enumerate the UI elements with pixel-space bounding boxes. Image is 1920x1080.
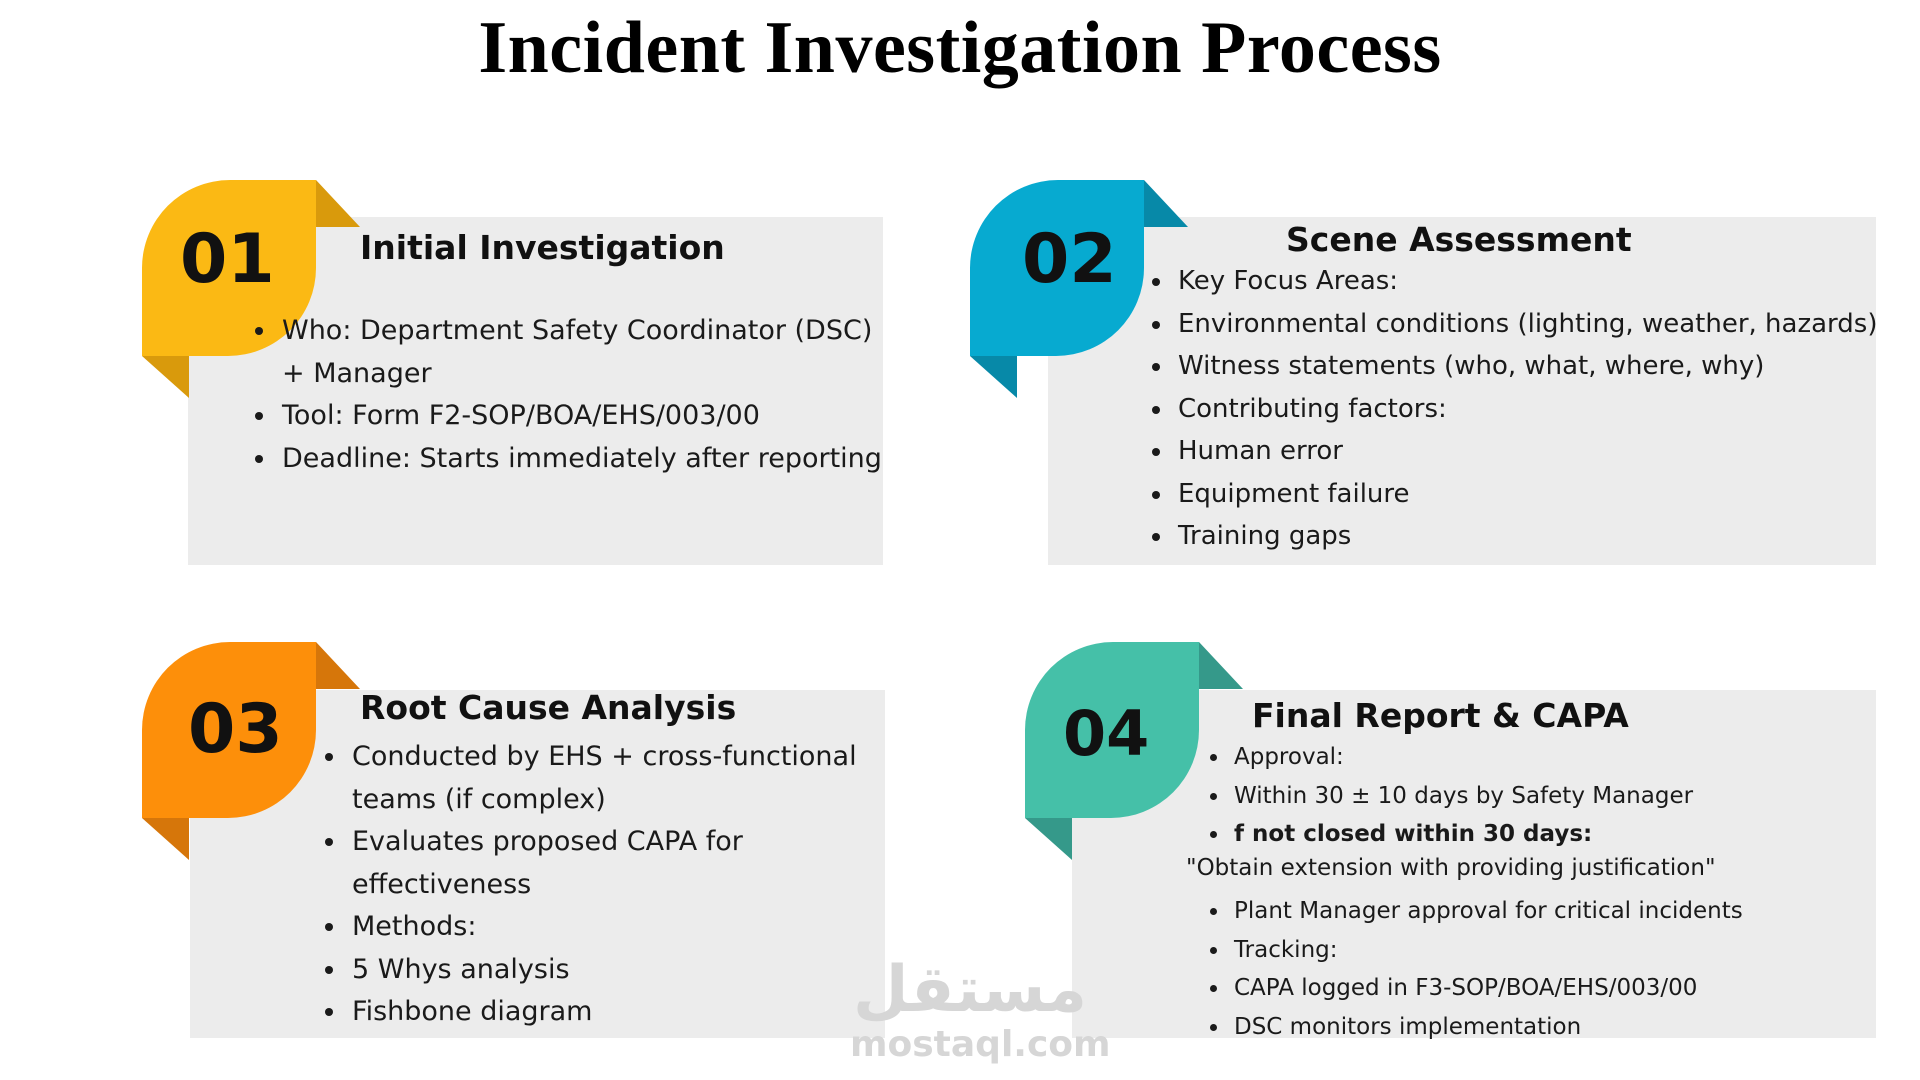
step-1-heading: Initial Investigation [360,228,725,267]
list-item: Key Focus Areas: [1174,260,1899,303]
step-2-heading: Scene Assessment [1286,220,1632,259]
watermark: مستقل mostaql.com [850,953,1111,1065]
list-item: Tool: Form F2-SOP/BOA/EHS/003/00 [278,395,903,438]
step-4-list-b: Plant Manager approval for critical inci… [1202,892,1890,1046]
step-2-card [1048,217,1876,565]
list-item: Deadline: Starts immediately after repor… [278,438,903,481]
list-item: f not closed within 30 days: [1230,815,1890,854]
step-3-leaf [142,642,316,818]
step-1-list: Who: Department Safety Coordinator (DSC)… [250,310,903,480]
list-item: Who: Department Safety Coordinator (DSC)… [278,310,903,395]
step-2-fold-bottom [970,356,1017,398]
step-4-fold-bottom [1025,818,1072,860]
list-item: Approval: [1230,738,1890,777]
step-4-fold-top [1199,642,1243,689]
step-3-list: Conducted by EHS + cross-functional team… [320,736,893,1034]
step-3-fold-bottom [142,818,189,860]
step-3-badge: 03 [142,642,362,862]
step-3-heading: Root Cause Analysis [360,688,737,727]
step-4-leaf [1025,642,1199,818]
step-4-quote: "Obtain extension with providing justifi… [1186,855,1716,881]
step-4-number: 04 [1063,697,1150,770]
list-item: Training gaps [1174,515,1899,558]
page-title: Incident Investigation Process [478,7,1442,89]
step-1-fold-bottom [142,356,189,398]
step-2-fold-top [1144,180,1188,227]
step-3-badge-shape [142,642,360,860]
list-item: CAPA logged in F3-SOP/BOA/EHS/003/00 [1230,969,1890,1008]
list-item: Tracking: [1230,931,1890,970]
list-item: Environmental conditions (lighting, weat… [1174,303,1899,346]
step-4-badge-shape [1025,642,1243,860]
list-item: Contributing factors: [1174,388,1899,431]
step-4-heading: Final Report & CAPA [1252,696,1629,735]
list-item: 5 Whys analysis [348,949,893,992]
watermark-latin: mostaql.com [850,1024,1111,1065]
step-2-number: 02 [1022,220,1117,299]
list-item: Equipment failure [1174,473,1899,516]
step-1-fold-top [316,180,360,227]
step-3-number: 03 [188,690,283,769]
step-2-leaf [970,180,1144,356]
watermark-arabic: مستقل [852,953,1088,1027]
step-4-list-a: Approval: Within 30 ± 10 days by Safety … [1202,738,1890,854]
step-1-badge: 01 [142,180,362,400]
list-item: Methods: [348,906,893,949]
list-item: Conducted by EHS + cross-functional team… [348,736,893,821]
list-item: DSC monitors implementation [1230,1008,1890,1047]
step-2-list: Key Focus Areas: Environmental condition… [1146,260,1899,558]
step-1-badge-shape [142,180,360,398]
step-1-leaf [142,180,316,356]
step-3-fold-top [316,642,360,689]
list-item: Witness statements (who, what, where, wh… [1174,345,1899,388]
list-item: Evaluates proposed CAPA for effectivenes… [348,821,893,906]
list-item: Within 30 ± 10 days by Safety Manager [1230,777,1890,816]
step-2-badge-shape [970,180,1188,398]
list-item: Fishbone diagram [348,991,893,1034]
list-item: Human error [1174,430,1899,473]
step-2-badge: 02 [970,180,1190,400]
step-4-card [1072,690,1876,1038]
list-item: Plant Manager approval for critical inci… [1230,892,1890,931]
step-1-number: 01 [180,220,275,299]
step-4-badge: 04 [1025,642,1245,862]
